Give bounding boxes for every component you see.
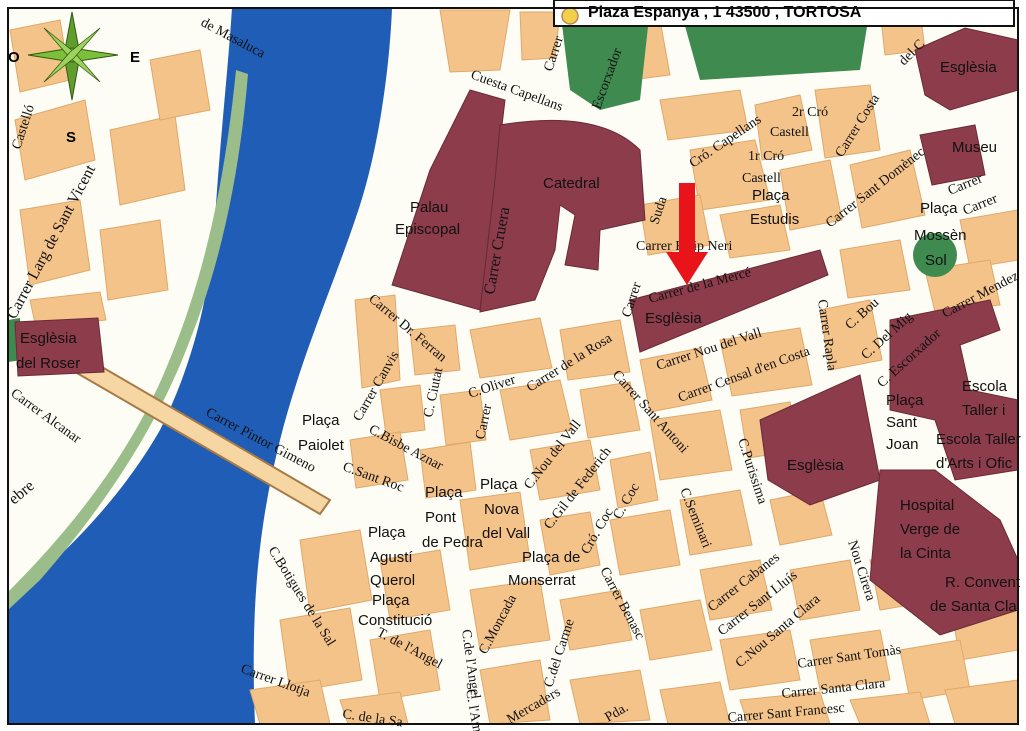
square-label: Plaça <box>368 524 406 541</box>
river-ebre <box>8 8 392 724</box>
location-marker-arrow-icon <box>666 183 708 285</box>
street-label: Castell <box>770 125 809 140</box>
square-label: Plaça <box>425 484 463 501</box>
square-label: Agustí <box>370 549 413 566</box>
landmark-label: Esglèsia <box>20 330 77 347</box>
square-label: Plaça <box>920 200 958 217</box>
square-label: Plaça <box>480 476 518 493</box>
landmark-label: Catedral <box>543 175 600 192</box>
landmark-label: Museu <box>952 139 997 156</box>
square-label: Plaça <box>372 592 410 609</box>
address-text: Plaza Espanya , 1 43500 , TORTOSA <box>588 4 862 21</box>
street-label: C. l'Am <box>462 688 484 731</box>
landmark-label: d'Arts i Ofic <box>936 455 1013 472</box>
square-label: Querol <box>370 572 415 589</box>
compass-east-label: E <box>130 49 140 66</box>
landmark-label: del Roser <box>16 355 80 372</box>
landmark-label: Palau <box>410 199 448 216</box>
square-label: Sol <box>925 252 947 269</box>
address-banner: Plaza Espanya , 1 43500 , TORTOSA <box>553 0 1015 27</box>
landmark-label: Escola <box>962 378 1008 395</box>
esglesia-roser-building <box>14 317 105 377</box>
landmark-label: R. Convent <box>945 574 1021 591</box>
pin-icon <box>561 7 579 25</box>
map-frame <box>7 7 1019 725</box>
square-label: Nova <box>484 501 520 518</box>
landmark-label: la Cinta <box>900 545 952 562</box>
square-label: Monserrat <box>508 572 576 589</box>
compass-rose: E S O <box>8 11 140 146</box>
landmark-label: de Santa Cla <box>930 598 1017 615</box>
square-label: Estudis <box>750 211 799 228</box>
landmark-label: Verge de <box>900 521 960 538</box>
landmark-label: Esglèsia <box>787 457 844 474</box>
square-label: Joan <box>886 436 919 453</box>
street-label: 1r Cró <box>748 149 784 164</box>
landmark-label: Esglèsia <box>940 59 997 76</box>
landmark-label: Escola Taller <box>936 431 1021 448</box>
square-label: Plaça de <box>522 549 580 566</box>
compass-west-label: O <box>8 49 20 66</box>
city-blocks <box>9 9 1019 725</box>
esglesia-sant-joan-building <box>759 374 881 506</box>
landmark-labels: Catedral Palau Episcopal Esglèsia Museu … <box>16 59 1021 615</box>
landmark-buildings <box>14 27 1019 636</box>
esglesia-merce-building <box>629 249 829 353</box>
square-label: Plaça <box>302 412 340 429</box>
compass-south-label: S <box>66 129 76 146</box>
palau-episcopal-building <box>391 89 506 311</box>
square-label: del Vall <box>482 525 530 542</box>
square-labels: Plaça Estudis Plaça Mossèn Sol Plaça Pai… <box>298 187 967 629</box>
landmark-label: Hospital <box>900 497 954 514</box>
catedral-building <box>479 119 646 313</box>
street-label: Carrer <box>473 402 495 440</box>
square-label: Constitució <box>358 612 432 629</box>
landmark-label: Taller i <box>962 402 1005 419</box>
street-label: Castell <box>742 171 781 186</box>
square-label: Pont <box>425 509 457 526</box>
square-label: de Pedra <box>422 534 484 551</box>
landmark-label: Esglèsia <box>645 310 702 327</box>
museu-building <box>919 124 986 186</box>
square-label: Mossèn <box>914 227 967 244</box>
square-label: Paiolet <box>298 437 345 454</box>
square-label: Plaça <box>752 187 790 204</box>
square-label: Plaça <box>886 392 924 409</box>
landmark-label: Episcopal <box>395 221 460 238</box>
street-label: 2r Cró <box>792 105 828 120</box>
square-label: Sant <box>886 414 918 431</box>
